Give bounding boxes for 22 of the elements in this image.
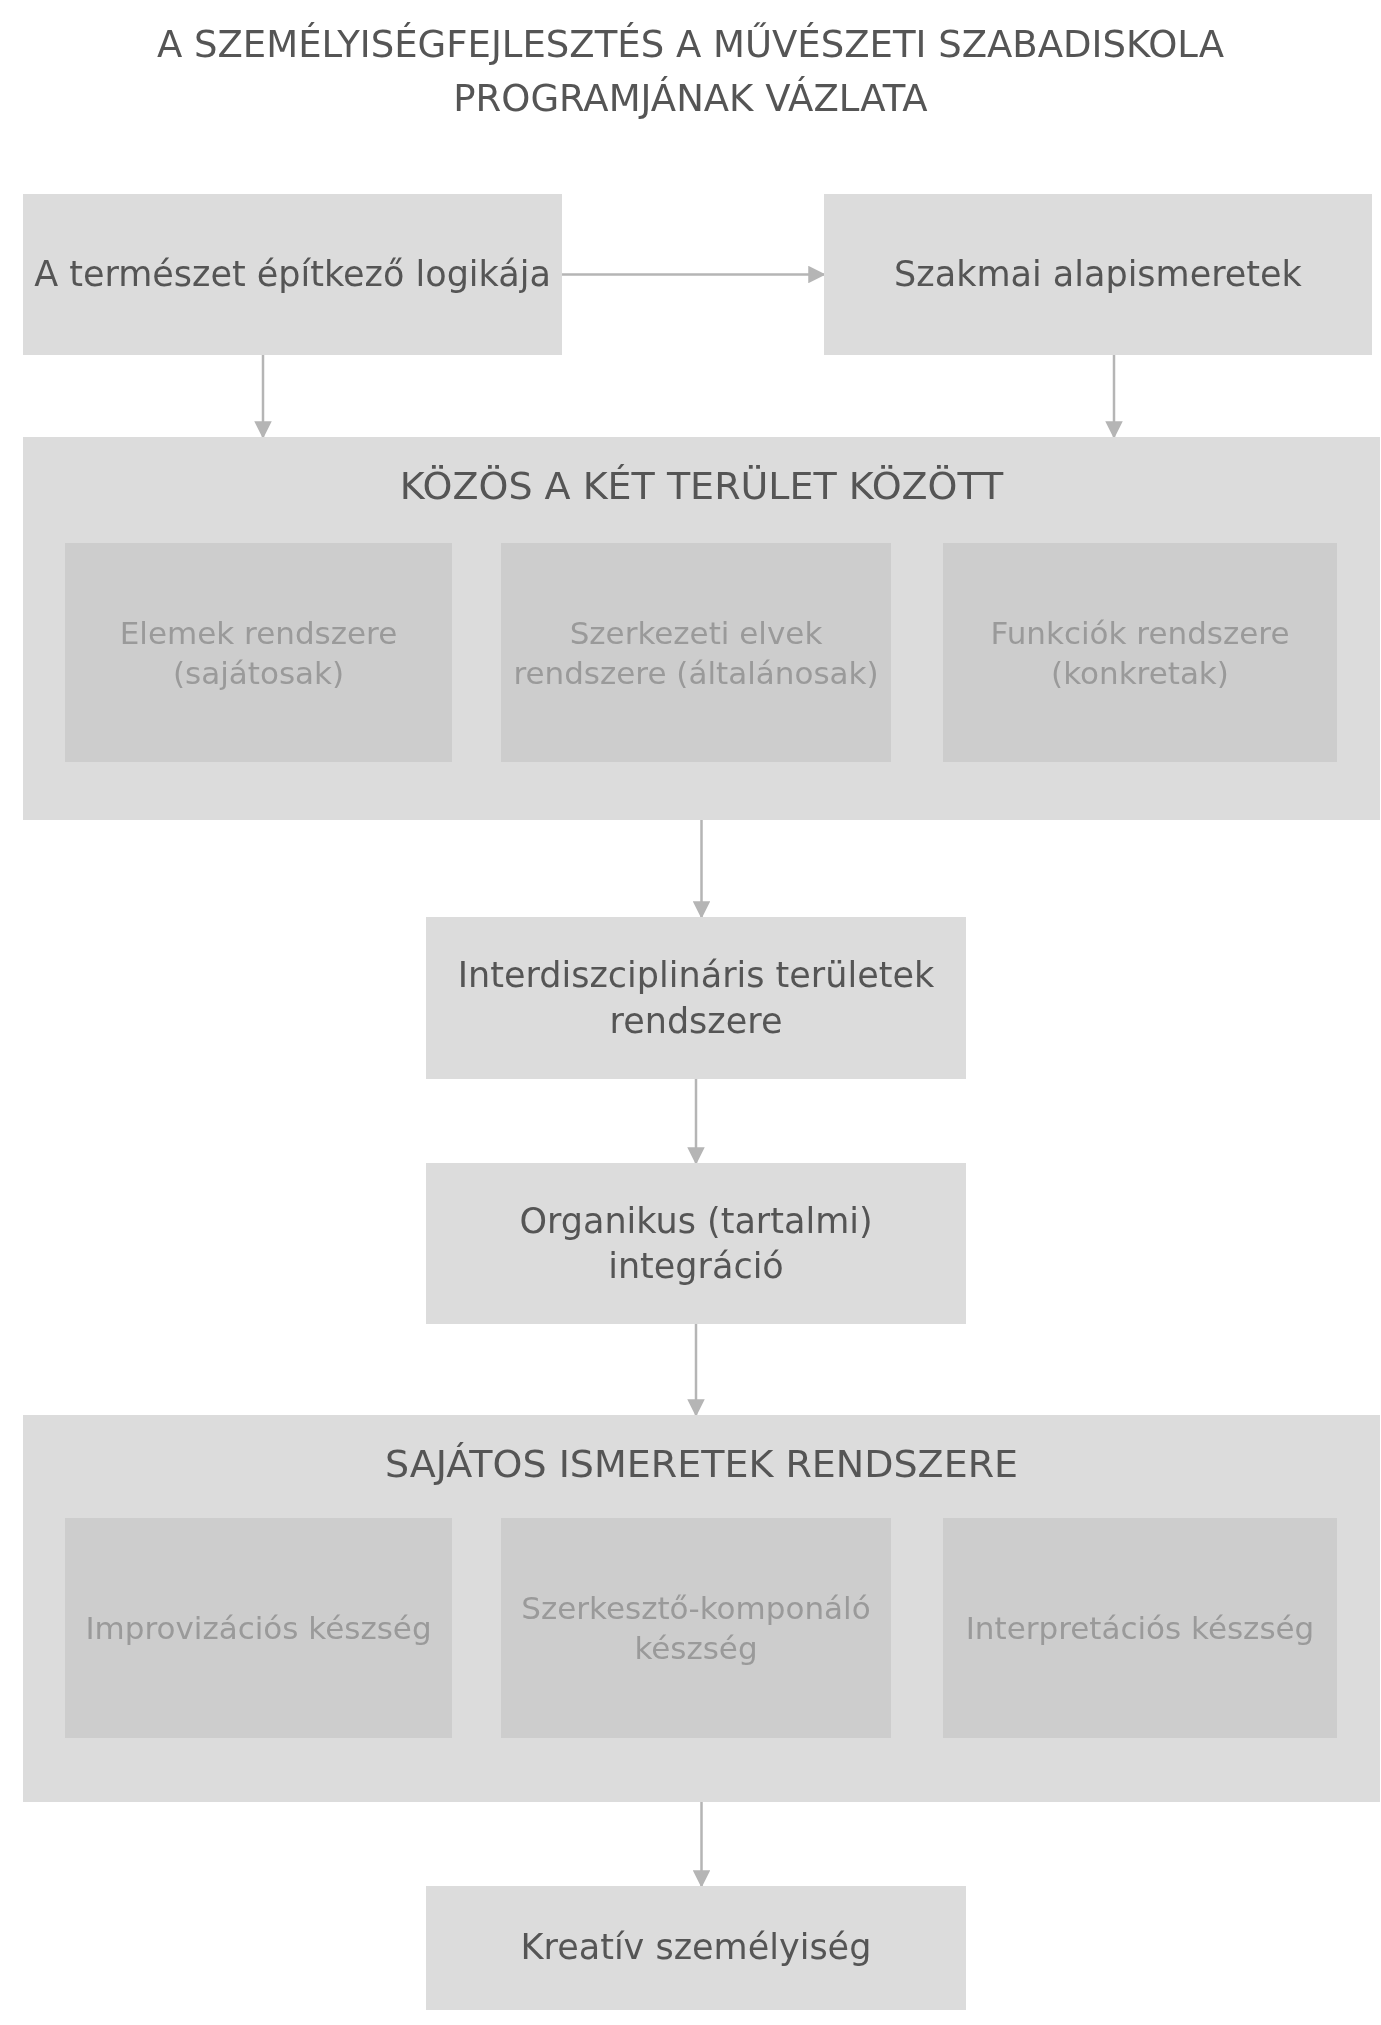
process-box bbox=[23, 194, 562, 355]
process-box bbox=[824, 194, 1372, 355]
group-panel bbox=[23, 1415, 1380, 1802]
arrow bbox=[692, 820, 711, 919]
title: A SZEMÉLYISÉGFEJLESZTÉS A MŰVÉSZETI SZABADISKOLA PROGRAMJÁNAK VÁZLATA bbox=[155, 21, 1226, 122]
process-box bbox=[426, 1886, 966, 2010]
box-label: Kreatív személyiség bbox=[519, 1926, 873, 1970]
process-box bbox=[426, 917, 966, 1079]
arrow bbox=[562, 265, 826, 284]
process-box bbox=[426, 1163, 966, 1324]
box-label: Interdiszciplináris területek rendszere bbox=[456, 953, 936, 1042]
group-heading: KÖZÖS A KÉT TERÜLET KÖZÖTT bbox=[398, 463, 1005, 510]
group-panel bbox=[23, 437, 1380, 820]
box-label: Szakmai alapismeretek bbox=[893, 252, 1303, 296]
arrow bbox=[692, 1802, 711, 1888]
group-heading: SAJÁTOS ISMERETEK RENDSZERE bbox=[383, 1441, 1020, 1488]
arrow bbox=[254, 355, 272, 439]
arrow bbox=[1105, 355, 1123, 439]
box-label: Organikus (tartalmi) integráció bbox=[518, 1199, 874, 1288]
arrow bbox=[687, 1324, 705, 1417]
arrow bbox=[687, 1079, 705, 1165]
box-label: A természet építkező logikája bbox=[33, 252, 552, 296]
